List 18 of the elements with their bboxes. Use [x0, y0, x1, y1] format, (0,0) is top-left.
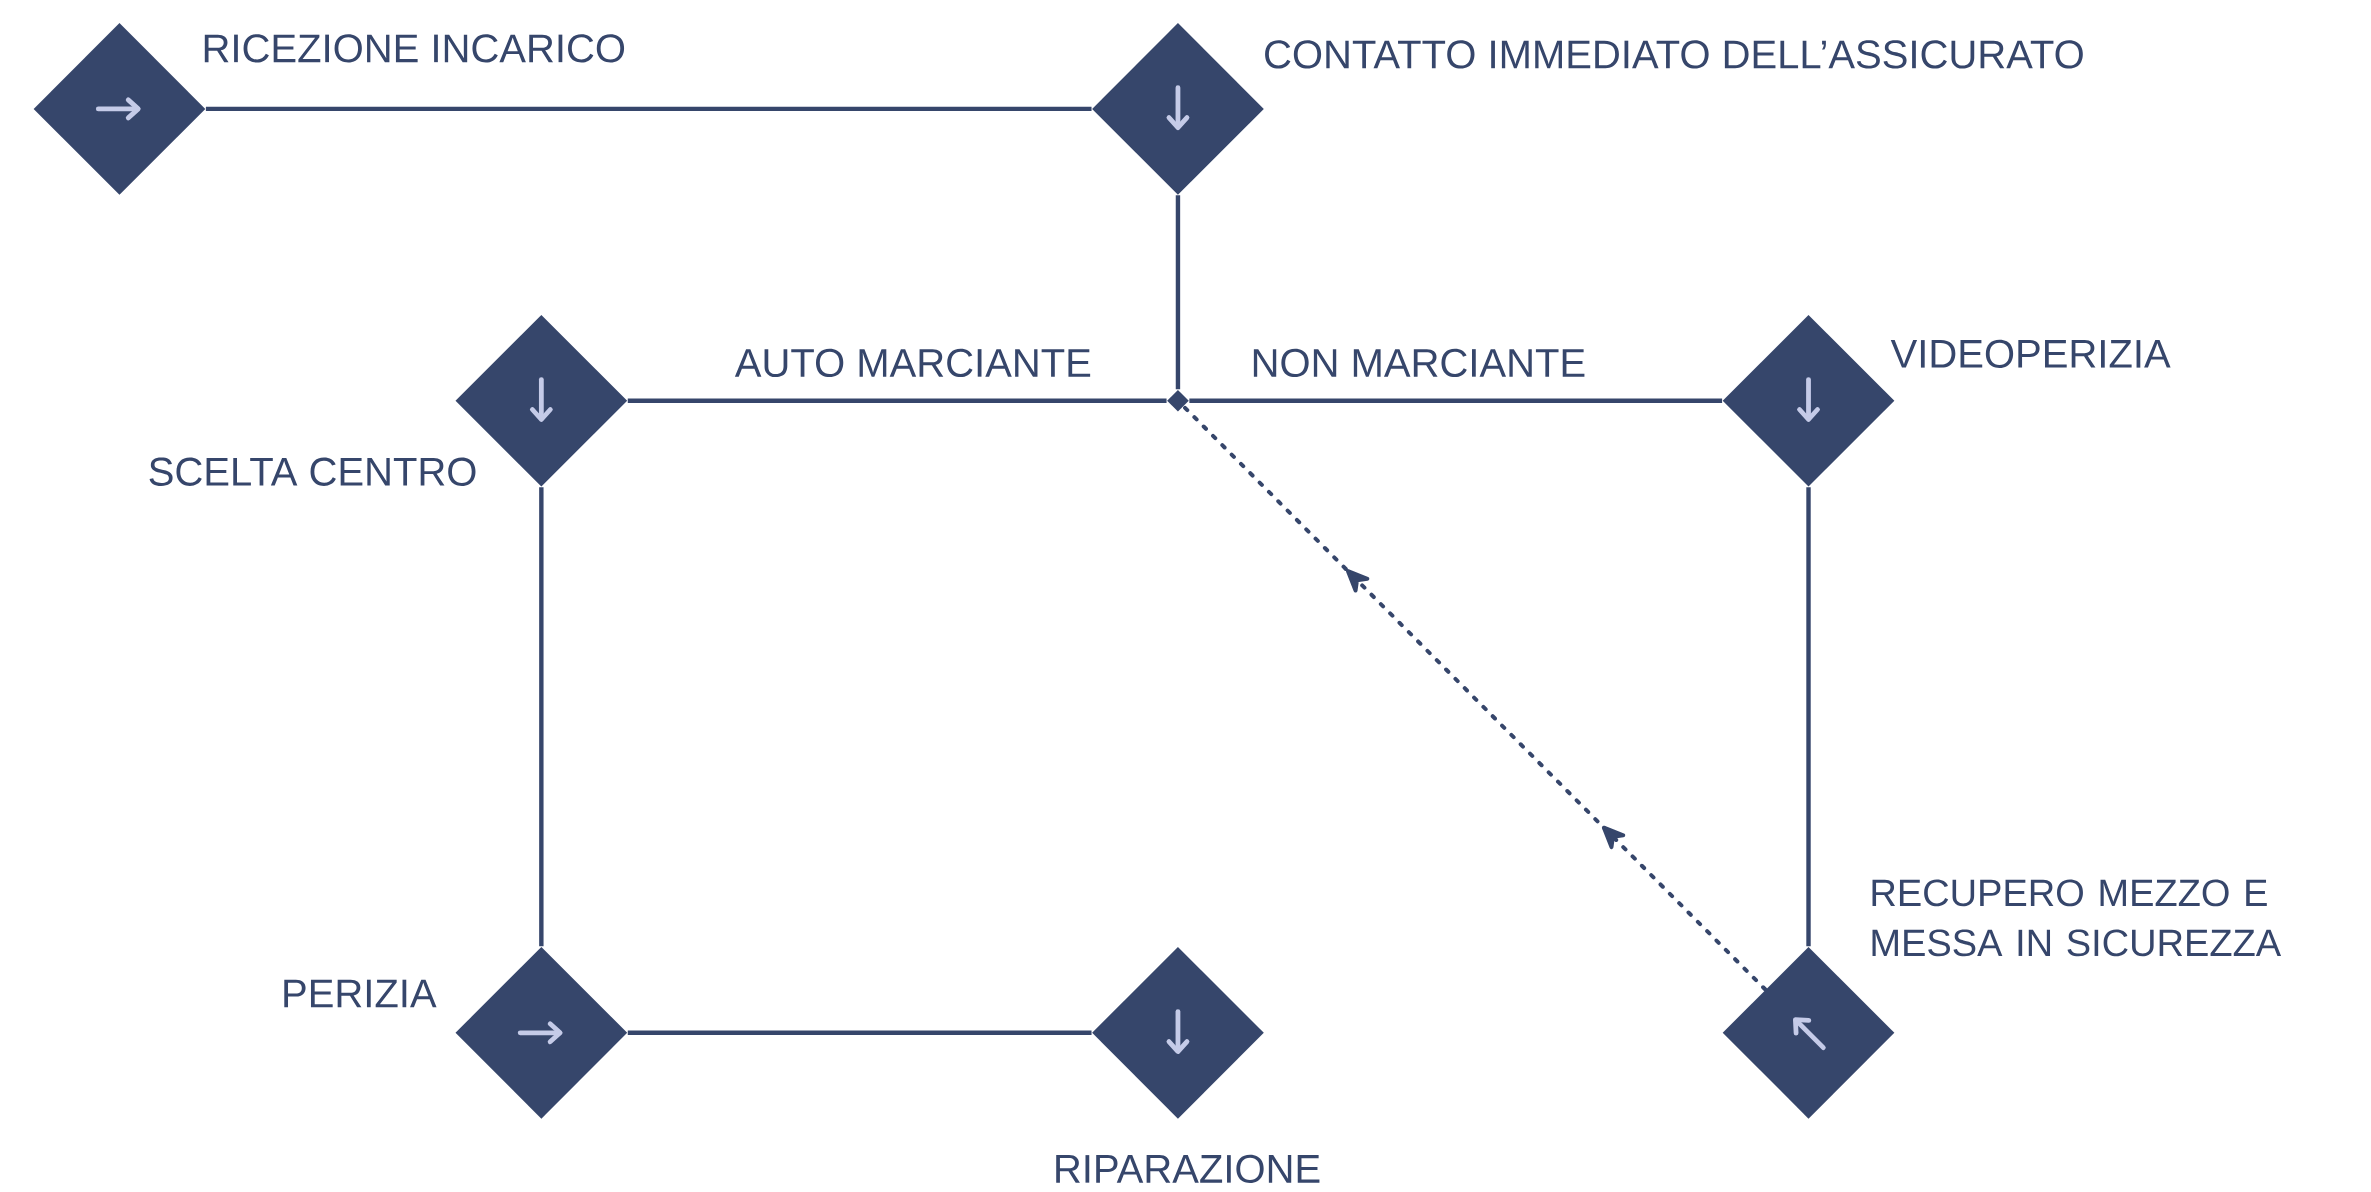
edge-label: NON MARCIANTE — [1248, 347, 1589, 380]
connector-line — [627, 398, 1167, 404]
step-label: VIDEOPERIZIA — [1890, 339, 2171, 369]
step-label: PERIZIA — [284, 979, 437, 1008]
junction-diamond — [1167, 390, 1189, 412]
step-label: RICEZIONE INCARICO — [204, 34, 625, 63]
step-label: RIPARAZIONE — [1056, 1154, 1320, 1184]
step-label: RECUPERO MEZZO E MESSA IN SICUREZZA — [1872, 879, 2282, 957]
arrow — [1181, 404, 1768, 992]
connector-line — [627, 1030, 1092, 1036]
connector-line — [1189, 398, 1723, 404]
connector-line — [1175, 195, 1181, 390]
connector-line — [205, 106, 1092, 112]
connector-line — [1806, 487, 1811, 947]
connector-line — [539, 487, 544, 947]
edge-label: AUTO MARCIANTE — [732, 347, 1094, 380]
step-label: CONTATTO IMMEDIATO DELL’ASSICURATO — [1265, 40, 2083, 69]
step-label: SCELTA CENTRO — [149, 457, 476, 487]
